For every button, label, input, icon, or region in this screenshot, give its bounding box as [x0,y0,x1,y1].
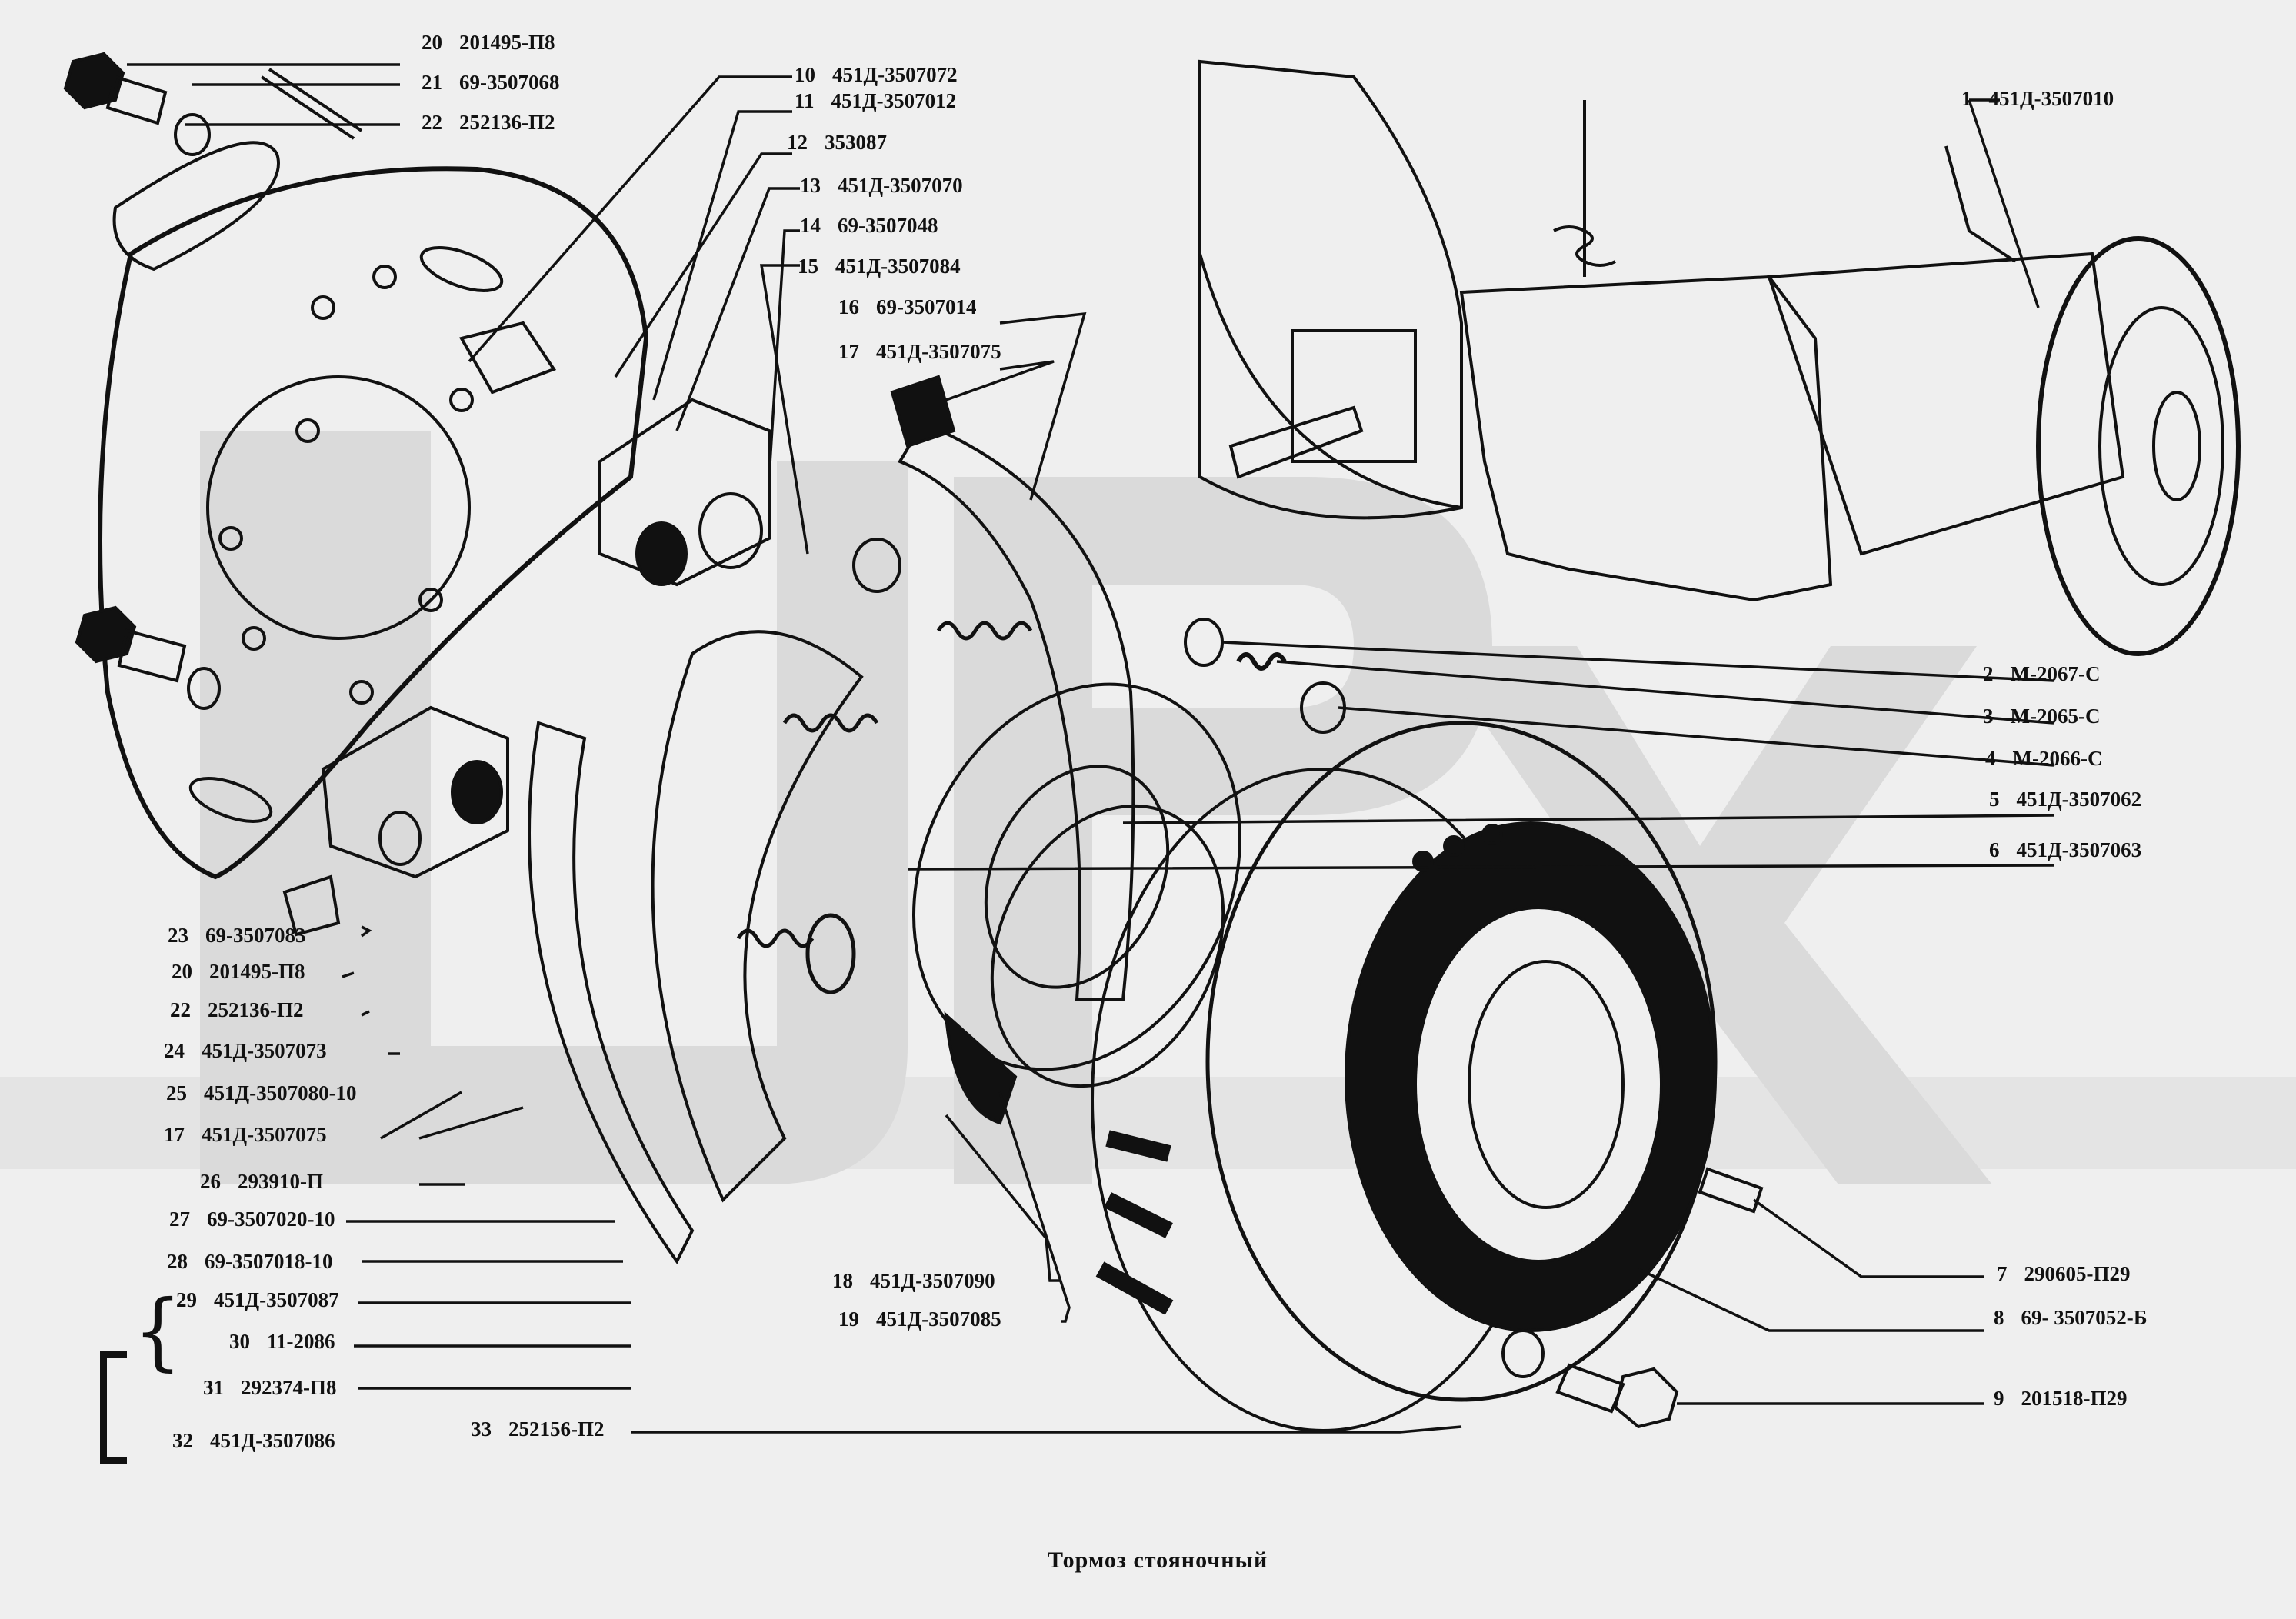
group-brace: { [133,1281,182,1380]
hub-disc [912,682,1241,1125]
expander-block [282,321,901,937]
watermark [0,431,2296,1184]
leader-lines [127,63,2054,1434]
washer-22 [174,113,211,156]
brake-shoes [528,375,1135,1264]
bolt-9 [1555,1363,1679,1429]
transmission-assembly [1198,59,2241,656]
brake-drum [1091,721,1718,1432]
springs [736,621,1033,994]
bolt-20-lower [75,605,221,710]
parts [63,52,2241,1432]
washer-33 [1501,1329,1545,1378]
plate-plate [112,141,280,271]
bolt-20-top [63,52,168,125]
group-bracket [100,1351,127,1464]
pin-21 [260,68,363,140]
bolt-7 [1698,1167,1764,1214]
diagram-title: Тормоз стояночный [1048,1547,1268,1573]
washers-2-3-4 [1184,618,1346,734]
